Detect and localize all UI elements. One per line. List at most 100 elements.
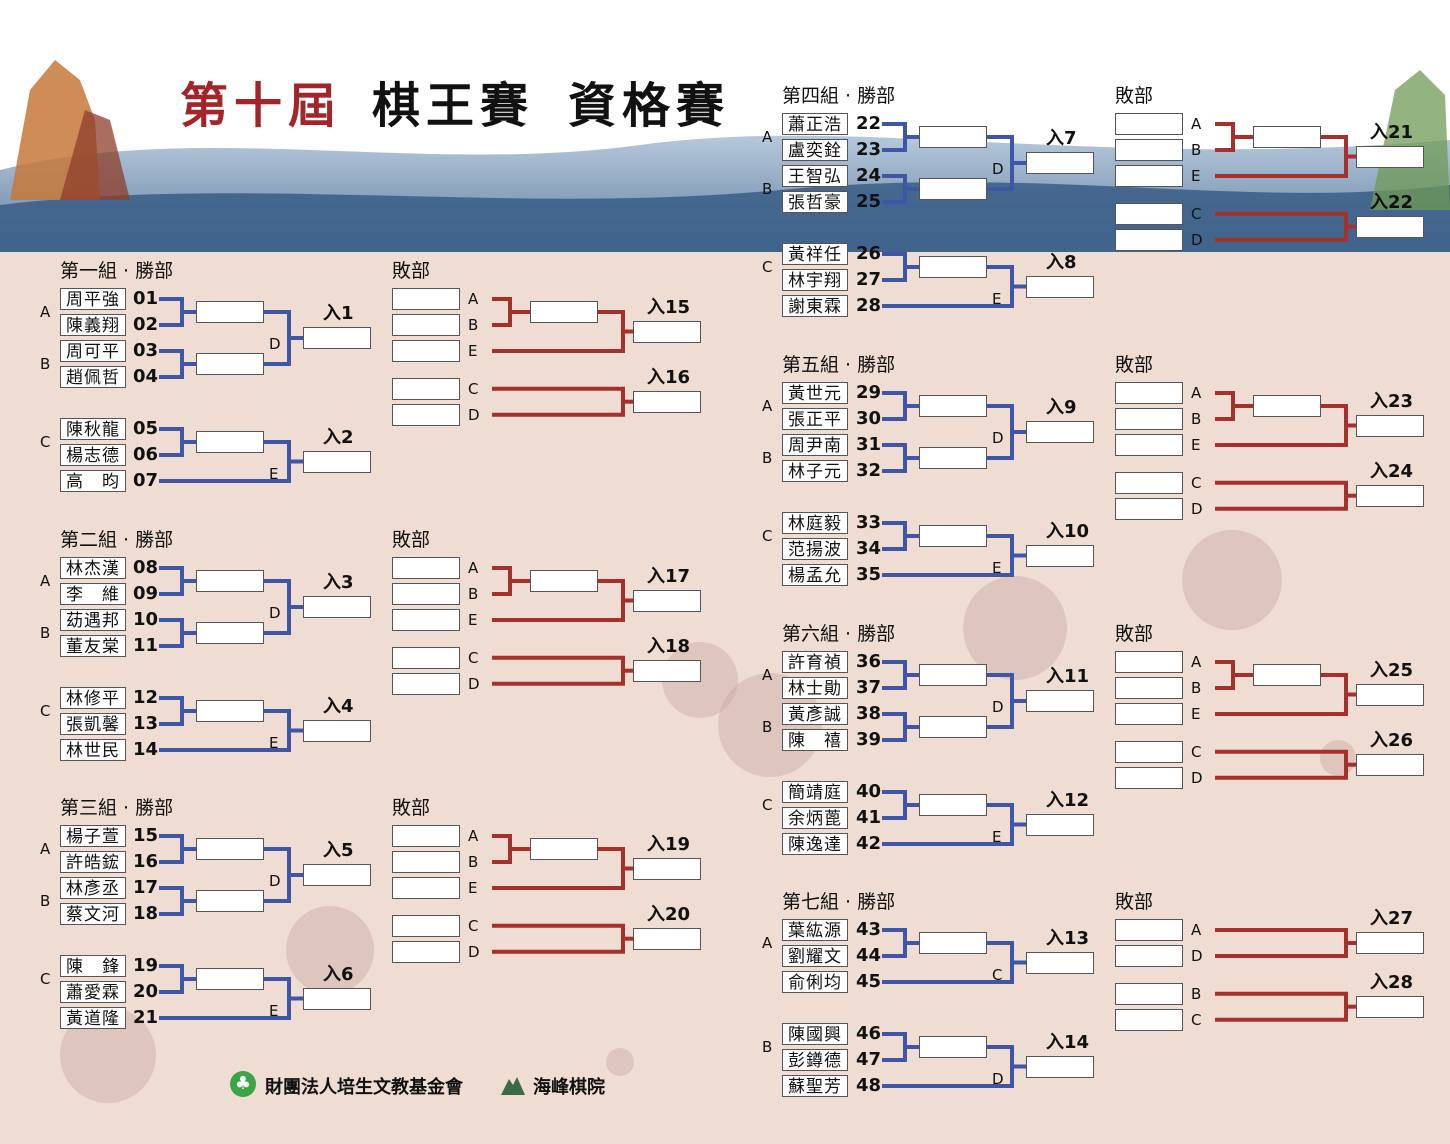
- match-box: [919, 447, 987, 469]
- player-name: 盧奕銓: [782, 139, 848, 161]
- loser-slot: [1115, 202, 1183, 225]
- loser-slot: [392, 877, 460, 899]
- loser-slot: [1115, 1008, 1183, 1031]
- match-label: D: [992, 160, 1004, 178]
- player-name: 林彥丞: [60, 877, 126, 899]
- match-box: [1253, 395, 1321, 417]
- bracket-line: [159, 349, 184, 379]
- loser-slot: [392, 583, 460, 605]
- player-number: 46: [856, 1023, 882, 1044]
- slot-label: C: [468, 379, 479, 398]
- player-number: 37: [856, 677, 882, 698]
- winner-box: [1356, 215, 1424, 238]
- loser-title: 敗部: [1115, 891, 1154, 913]
- winner-tag: 入6: [323, 963, 354, 985]
- loser-slot: [1115, 139, 1183, 161]
- match-box: [919, 126, 987, 148]
- group-title: 第三組 · 勝部: [60, 797, 174, 819]
- match-box: [919, 932, 987, 954]
- player-number: 40: [856, 781, 882, 802]
- footer-foundation: 財團法人培生文教基金會: [265, 1077, 463, 1098]
- player-number: 17: [133, 877, 159, 898]
- match-label: E: [992, 289, 1002, 308]
- slot-label: A: [468, 290, 479, 308]
- match-box: [196, 700, 264, 722]
- player-number: 20: [133, 981, 159, 1002]
- player-number: 08: [133, 557, 159, 578]
- cluster-label: A: [40, 572, 51, 590]
- slot-label: B: [1191, 679, 1202, 697]
- match-box: [196, 570, 264, 592]
- player-name: 蔡文河: [60, 903, 126, 925]
- player-name: 陳義翔: [60, 314, 126, 336]
- loser-slot: [1115, 434, 1183, 456]
- player-name: 林庭毅: [782, 512, 848, 534]
- match-box: [919, 716, 987, 738]
- loser-bracket-line: [492, 834, 512, 864]
- player-name: 黃彥誠: [782, 703, 848, 725]
- match-box: [196, 431, 264, 453]
- player-number: 27: [856, 269, 882, 290]
- winner-box: [1026, 275, 1094, 298]
- decor-circle: [963, 576, 1067, 680]
- player-name: 葉紘源: [782, 919, 848, 941]
- winner-box: [1356, 145, 1424, 168]
- player-name: 趙佩哲: [60, 366, 126, 388]
- winner-box: [1356, 484, 1424, 507]
- player-name: 蕭愛霖: [60, 981, 126, 1003]
- loser-bracket-line: [1215, 391, 1235, 421]
- cluster-label: C: [40, 433, 51, 451]
- player-name: 俞俐均: [782, 971, 848, 993]
- winner-box: [303, 987, 371, 1010]
- loser-bracket-line: [1215, 660, 1235, 690]
- player-number: 14: [133, 739, 159, 760]
- loser-title: 敗部: [392, 260, 431, 282]
- bracket-line: [882, 443, 907, 473]
- bracket-line: [882, 122, 907, 152]
- player-number: 31: [856, 434, 882, 455]
- player-number: 01: [133, 288, 159, 309]
- player-name: 范揚波: [782, 538, 848, 560]
- loser-slot: [392, 377, 460, 400]
- winner-tag: 入12: [1046, 789, 1090, 811]
- winner-box: [1356, 932, 1424, 954]
- bracket-line: [882, 1032, 907, 1062]
- winner-box: [303, 327, 371, 349]
- bracket-line: [159, 297, 184, 327]
- player-name: 周平強: [60, 288, 126, 310]
- slot-label: E: [468, 879, 478, 897]
- slot-label: A: [468, 559, 479, 577]
- loser-bracket-line: [492, 923, 625, 954]
- player-number: 45: [856, 971, 882, 992]
- match-box: [919, 395, 987, 417]
- winner-box: [1026, 951, 1094, 974]
- group-title: 第五組 · 勝部: [782, 354, 896, 376]
- match-label: D: [269, 604, 281, 622]
- slot-label: B: [1191, 984, 1202, 1003]
- loser-slot: [392, 825, 460, 847]
- player-number: 36: [856, 651, 882, 672]
- slot-label: B: [468, 853, 479, 871]
- player-number: 32: [856, 460, 882, 481]
- decor-circle: [718, 673, 822, 777]
- player-number: 29: [856, 382, 882, 403]
- player-number: 48: [856, 1075, 882, 1096]
- cluster-label: B: [40, 624, 51, 642]
- cluster-label: A: [762, 934, 773, 952]
- winner-tag: 入17: [647, 565, 691, 587]
- slot-label: D: [1191, 768, 1203, 787]
- player-number: 30: [856, 408, 882, 429]
- winner-tag: 入20: [647, 903, 691, 925]
- cluster-label: A: [762, 397, 773, 415]
- player-name: 林修平: [60, 687, 126, 709]
- group-title: 第六組 · 勝部: [782, 623, 896, 645]
- player-number: 13: [133, 713, 159, 734]
- player-name: 陳逸達: [782, 833, 848, 855]
- match-box: [196, 353, 264, 375]
- loser-slot: [392, 851, 460, 873]
- loser-bracket-line: [492, 297, 512, 327]
- player-number: 16: [133, 851, 159, 872]
- player-name: 黃世元: [782, 382, 848, 404]
- player-name: 黃祥任: [782, 243, 848, 265]
- slot-label: E: [1191, 167, 1201, 185]
